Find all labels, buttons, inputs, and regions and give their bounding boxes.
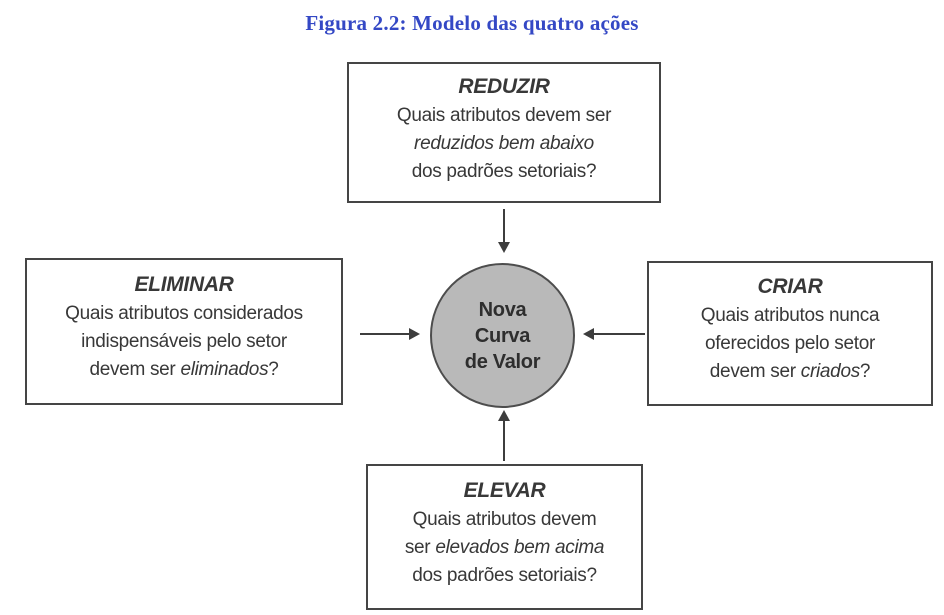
box-criar-line3: devem ser criados? <box>649 358 931 386</box>
box-elevar-heading: ELEVAR <box>463 479 546 502</box>
box-elevar: ELEVAR Quais atributos devem ser elevado… <box>366 464 643 610</box>
box-elevar-line2-pre: ser <box>404 537 436 558</box>
box-criar: CRIAR Quais atributos nunca oferecidos p… <box>647 261 933 406</box>
box-criar-heading: CRIAR <box>757 275 823 298</box>
box-elevar-line2-italic: elevados bem acima <box>435 537 605 558</box>
box-criar-line2: oferecidos pelo setor <box>704 333 876 354</box>
arrow-up-icon <box>498 410 510 421</box>
arrow-left-icon <box>583 328 594 340</box>
box-eliminar-line1: Quais atributos considerados <box>65 303 303 324</box>
arrow-left-line <box>593 333 645 335</box>
box-reduzir-line3: dos padrões setoriais? <box>411 161 597 182</box>
box-eliminar-line3-post: ? <box>268 359 279 380</box>
box-eliminar-line3-italic: eliminados <box>180 359 269 380</box>
box-eliminar-heading: ELIMINAR <box>134 273 234 296</box>
box-eliminar-line3: devem ser eliminados? <box>27 356 341 384</box>
circle-line2: Curva <box>474 324 531 347</box>
box-elevar-line2: ser elevados bem acima <box>368 534 641 562</box>
box-eliminar-line2: indispensáveis pelo setor <box>81 331 287 352</box>
box-reduzir: REDUZIR Quais atributos devem ser reduzi… <box>347 62 661 203</box>
figure-title: Figura 2.2: Modelo das quatro ações <box>305 11 639 35</box>
box-criar-line1: Quais atributos nunca <box>700 305 880 326</box>
arrow-down-icon <box>498 242 510 253</box>
box-elevar-line3: dos padrões setoriais? <box>412 565 597 586</box>
arrow-right-icon <box>409 328 420 340</box>
box-eliminar-line3-pre: devem ser <box>89 359 181 380</box>
arrow-right-line <box>360 333 410 335</box>
center-circle-nova-curva-de-valor: Nova Curva de Valor <box>430 263 575 408</box>
box-reduzir-heading: REDUZIR <box>458 75 550 98</box>
circle-line1: Nova <box>478 298 527 321</box>
box-reduzir-line1: Quais atributos devem ser <box>396 105 612 126</box>
box-criar-line3-post: ? <box>859 361 871 382</box>
box-criar-line3-italic: criados <box>800 361 860 382</box>
arrow-up-line <box>503 420 505 461</box>
box-criar-line3-pre: devem ser <box>709 361 801 382</box>
circle-line3: de Valor <box>464 350 541 373</box>
arrow-down-line <box>503 209 505 244</box>
box-eliminar: ELIMINAR Quais atributos considerados in… <box>25 258 343 405</box>
box-elevar-line1: Quais atributos devem <box>412 509 597 530</box>
box-reduzir-line2: reduzidos bem abaixo <box>414 133 594 154</box>
